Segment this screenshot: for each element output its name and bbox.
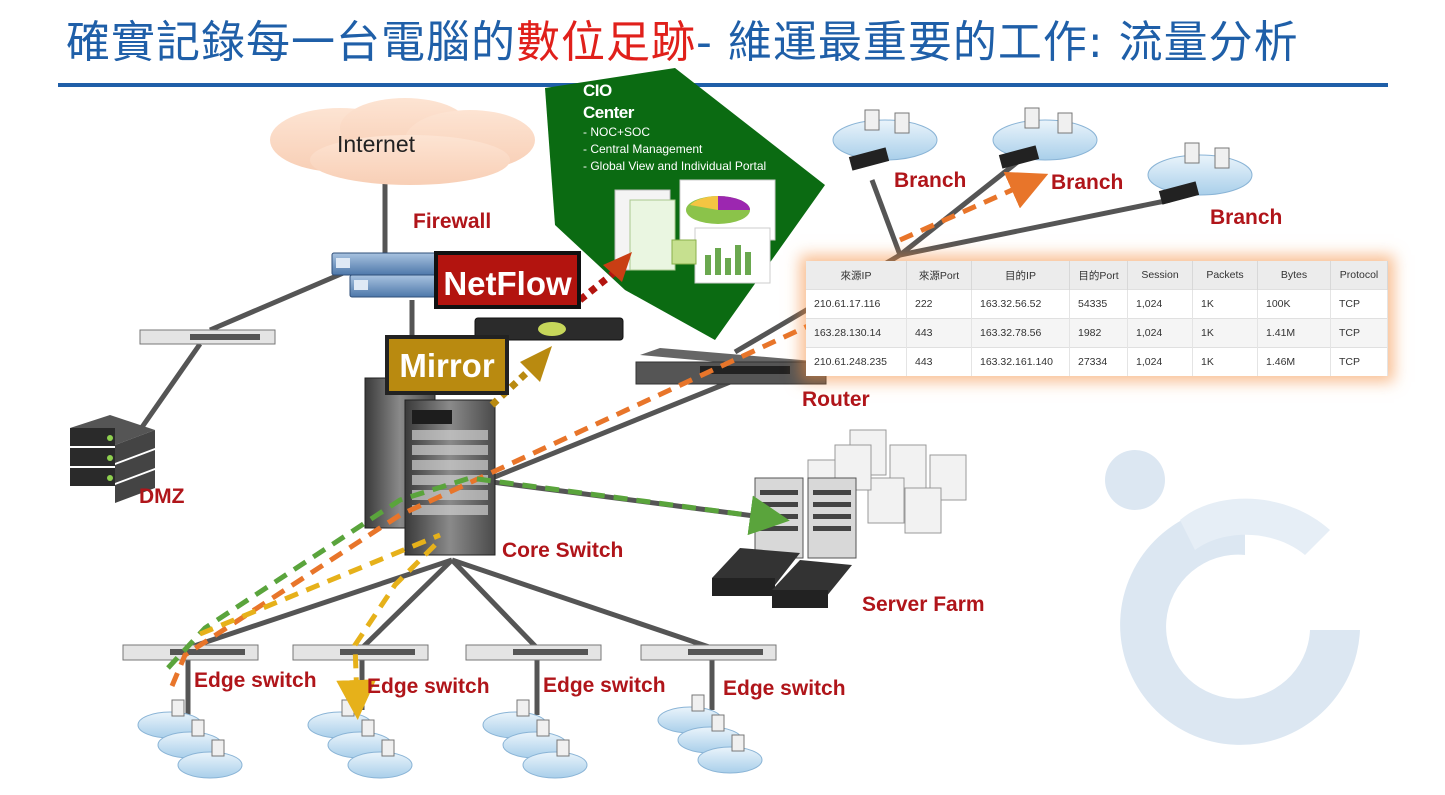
title-part3: - 維運最重要的工作: 流量分析 xyxy=(696,17,1299,68)
edge-switch-label-4: Edge switch xyxy=(723,677,846,700)
cell: 1,024 xyxy=(1127,289,1193,319)
cell: 1K xyxy=(1192,347,1258,376)
netflow-label: NetFlow xyxy=(434,251,581,309)
col-header: 目的Port xyxy=(1069,261,1128,290)
server-rack-icon xyxy=(70,415,155,503)
edge-switch-label-2: Edge switch xyxy=(367,675,490,698)
cloud-icon xyxy=(270,98,535,185)
cell: 1,024 xyxy=(1127,318,1193,348)
network-links xyxy=(137,158,1171,715)
cell: 443 xyxy=(906,347,972,376)
router-icon xyxy=(635,348,827,385)
cell: TCP xyxy=(1330,289,1388,319)
title-underline xyxy=(58,83,1388,87)
edge-switch-icon xyxy=(292,644,429,661)
col-header: 來源IP xyxy=(806,261,907,290)
cell: 1.41M xyxy=(1257,318,1331,348)
cell: 1,024 xyxy=(1127,347,1193,376)
page-title: 確實記錄每一台電腦的數位足跡- 維運最重要的工作: 流量分析 xyxy=(66,6,1299,70)
cell: TCP xyxy=(1330,318,1388,348)
traffic-flows xyxy=(166,171,1049,720)
cell: 222 xyxy=(906,289,972,319)
title-part1: 確實記錄每一台電腦的 xyxy=(66,17,516,68)
mirror-arrowhead xyxy=(520,346,552,382)
col-header: Packets xyxy=(1192,261,1258,290)
workstation-icon xyxy=(657,694,763,774)
logo-icon xyxy=(1105,450,1360,745)
branch-site-icon xyxy=(832,109,938,171)
col-header: 目的IP xyxy=(971,261,1070,290)
dmz-label: DMZ xyxy=(139,485,185,508)
core-switch-icon xyxy=(364,377,496,556)
firewall-label: Firewall xyxy=(413,210,492,233)
edge-switch-icon xyxy=(640,644,777,661)
cio-bullet: - NOC+SOC xyxy=(583,125,651,139)
branch-site-icon xyxy=(992,107,1098,169)
mirror-arrow xyxy=(489,362,538,408)
cio-title-line1: CIO xyxy=(583,81,612,100)
cell: 100K xyxy=(1257,289,1331,319)
workstation-icon xyxy=(482,699,588,779)
mirror-label: Mirror xyxy=(385,335,509,395)
table-row: 163.28.130.14 443 163.32.78.56 1982 1,02… xyxy=(806,318,1388,348)
table-row: 210.61.248.235 443 163.32.161.140 27334 … xyxy=(806,347,1388,376)
cell: 443 xyxy=(906,318,972,348)
cell: 163.32.56.52 xyxy=(971,289,1070,319)
cio-bullet: - Global View and Individual Portal xyxy=(583,159,767,173)
cell: 1.46M xyxy=(1257,347,1331,376)
branch-label-1: Branch xyxy=(894,169,967,192)
col-header: 來源Port xyxy=(906,261,972,290)
cell: 210.61.248.235 xyxy=(806,347,907,376)
cell: 54335 xyxy=(1069,289,1128,319)
edge-switch-label-3: Edge switch xyxy=(543,674,666,697)
switch-icon xyxy=(139,329,276,345)
cell: 27334 xyxy=(1069,347,1128,376)
netflow-arrowhead xyxy=(603,252,632,282)
workstation-icon xyxy=(307,699,413,779)
branch-label-3: Branch xyxy=(1210,206,1283,229)
cell: 210.61.17.116 xyxy=(806,289,907,319)
cio-center-text: CIO Center - NOC+SOC - Central Managemen… xyxy=(583,80,766,175)
cell: 1982 xyxy=(1069,318,1128,348)
workstation-icon xyxy=(137,699,243,779)
branch-site-icon xyxy=(1147,142,1253,205)
cell: 1K xyxy=(1192,318,1258,348)
col-header: Bytes xyxy=(1257,261,1331,290)
cell: 163.32.78.56 xyxy=(971,318,1070,348)
table-row: 210.61.17.116 222 163.32.56.52 54335 1,0… xyxy=(806,289,1388,319)
report-icon xyxy=(614,179,776,284)
cell: 1K xyxy=(1192,289,1258,319)
col-header: Protocol xyxy=(1330,261,1388,290)
cell: TCP xyxy=(1330,347,1388,376)
cio-title-line2: Center xyxy=(583,103,634,122)
col-header: Session xyxy=(1127,261,1193,290)
cell: 163.32.161.140 xyxy=(971,347,1070,376)
appliance-icon xyxy=(474,317,624,341)
edge-switch-label-1: Edge switch xyxy=(194,669,317,692)
branch-label-2: Branch xyxy=(1051,171,1124,194)
cell: 163.28.130.14 xyxy=(806,318,907,348)
title-highlight: 數位足跡 xyxy=(516,17,696,68)
edge-switch-icon xyxy=(465,644,602,661)
server-farm-icon xyxy=(712,429,967,608)
cio-bullet: - Central Management xyxy=(583,142,703,156)
internet-label: Internet xyxy=(337,131,415,157)
flow-table-header: 來源IP 來源Port 目的IP 目的Port Session Packets … xyxy=(806,261,1388,290)
flow-table: 來源IP 來源Port 目的IP 目的Port Session Packets … xyxy=(806,261,1388,376)
router-label: Router xyxy=(802,388,870,411)
server-farm-label: Server Farm xyxy=(862,593,985,616)
core-switch-label: Core Switch xyxy=(502,539,624,562)
